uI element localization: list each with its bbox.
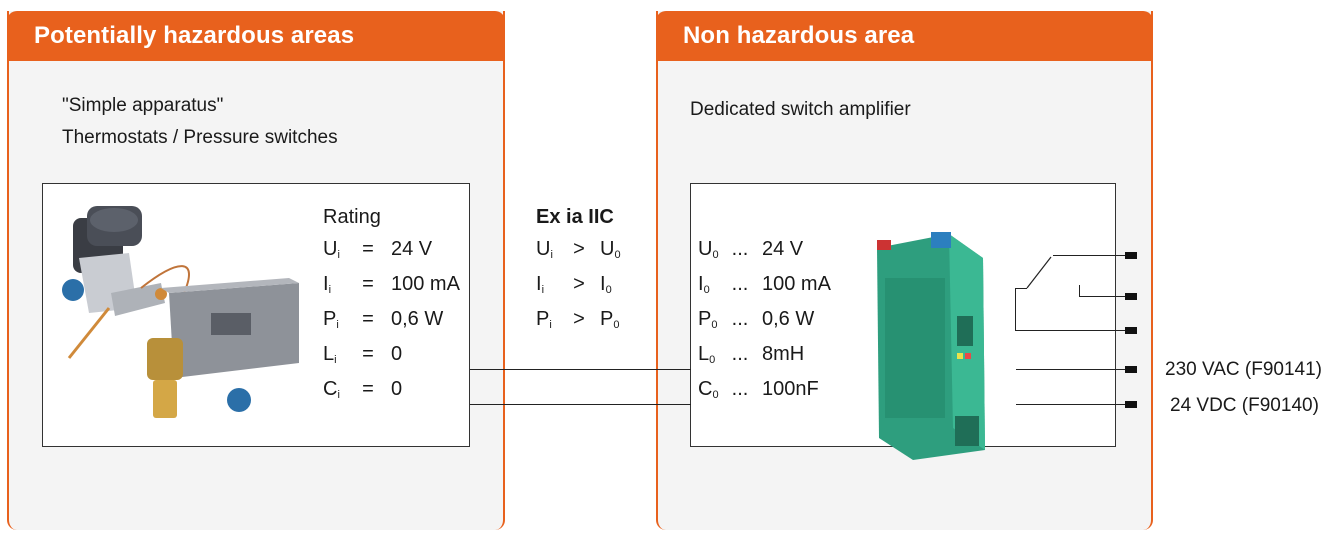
- condition-row: Pi > P0: [536, 308, 619, 331]
- switch-contact-icon: [1026, 256, 1052, 289]
- condition-right: P0: [600, 308, 620, 331]
- thermostats-label: Thermostats / Pressure switches: [62, 127, 338, 148]
- rating-symbol: Pi: [323, 308, 339, 331]
- output-row: I0... 100 mA: [698, 273, 831, 296]
- hazardous-area-title: Potentially hazardous areas: [34, 22, 355, 49]
- condition-left: Ii: [536, 273, 545, 296]
- terminal-1: [1125, 252, 1137, 259]
- output-value: 100nF: [762, 378, 819, 400]
- rating-symbol: Ui: [323, 238, 340, 261]
- terminal-2: [1125, 293, 1137, 300]
- supply-line-1: [1016, 369, 1128, 370]
- output-row: P0... 0,6 W: [698, 308, 814, 331]
- supply-24vdc-label: 24 VDC (F90140): [1170, 395, 1319, 416]
- condition-left: Ui: [536, 238, 553, 261]
- condition-operator: >: [573, 238, 585, 260]
- output-symbol: I0: [698, 273, 710, 296]
- output-value: 100 mA: [762, 273, 831, 295]
- output-value: 0,6 W: [762, 308, 815, 330]
- rating-row: Ci = 0: [323, 378, 402, 401]
- output-row: U0... 24 V: [698, 238, 803, 261]
- rating-row: Li = 0: [323, 343, 402, 366]
- condition-row: Ii > I0: [536, 273, 612, 296]
- contact-line-1: [1053, 255, 1128, 256]
- rating-symbol: Ci: [323, 378, 340, 401]
- output-operator: ...: [731, 273, 749, 295]
- condition-row: Ui > U0: [536, 238, 621, 261]
- rating-operator: =: [362, 238, 374, 260]
- output-row: L0... 8mH: [698, 343, 804, 366]
- rating-value: 24 V: [391, 238, 433, 260]
- rating-label: Rating: [323, 206, 381, 228]
- switch-amplifier-label: Dedicated switch amplifier: [690, 99, 911, 120]
- terminal-4: [1125, 366, 1137, 373]
- output-operator: ...: [731, 238, 749, 260]
- rating-value: 0: [391, 343, 403, 365]
- rating-operator: =: [362, 273, 374, 295]
- condition-right: U0: [600, 238, 621, 261]
- switch-amplifier-image: [877, 232, 985, 460]
- contact-common-line: [1015, 288, 1016, 331]
- contact-nc-stub: [1079, 285, 1080, 297]
- output-symbol: L0: [698, 343, 716, 366]
- output-operator: ...: [731, 343, 749, 365]
- rating-row: Ii = 100 mA: [323, 273, 460, 296]
- thermostat-pressure-switch-image: [62, 206, 299, 418]
- non-hazardous-area-title: Non hazardous area: [683, 22, 915, 49]
- output-operator: ...: [731, 308, 749, 330]
- simple-apparatus-label: "Simple apparatus": [62, 95, 224, 116]
- output-value: 8mH: [762, 343, 805, 365]
- output-operator: ...: [731, 378, 749, 400]
- condition-left: Pi: [536, 308, 552, 331]
- rating-operator: =: [362, 308, 374, 330]
- rating-value: 0: [391, 378, 403, 400]
- contact-stub: [1015, 288, 1027, 289]
- contact-line-2: [1079, 296, 1128, 297]
- rating-operator: =: [362, 343, 374, 365]
- non-hazardous-area-header: Non hazardous area: [656, 11, 1153, 61]
- supply-230vac-label: 230 VAC (F90141): [1165, 359, 1323, 380]
- condition-operator: >: [573, 308, 585, 330]
- ex-ia-iic-title: Ex ia IIC: [536, 206, 614, 228]
- terminal-5: [1125, 401, 1137, 408]
- rating-value: 0,6 W: [391, 308, 444, 330]
- intrinsic-line-1: [470, 369, 691, 370]
- rating-symbol: Ii: [323, 273, 332, 296]
- intrinsic-line-2: [470, 404, 691, 405]
- output-symbol: C0: [698, 378, 719, 401]
- rating-symbol: Li: [323, 343, 337, 366]
- supply-line-2: [1016, 404, 1128, 405]
- output-value: 24 V: [762, 238, 804, 260]
- output-symbol: P0: [698, 308, 718, 331]
- condition-right: I0: [600, 273, 612, 296]
- contact-line-3: [1015, 330, 1128, 331]
- terminal-3: [1125, 327, 1137, 334]
- rating-row: Pi = 0,6 W: [323, 308, 443, 331]
- rating-operator: =: [362, 378, 374, 400]
- hazardous-area-header: Potentially hazardous areas: [7, 11, 505, 61]
- rating-value: 100 mA: [391, 273, 460, 295]
- rating-row: Ui = 24 V: [323, 238, 432, 261]
- output-row: C0... 100nF: [698, 378, 819, 401]
- output-symbol: U0: [698, 238, 719, 261]
- condition-operator: >: [573, 273, 585, 295]
